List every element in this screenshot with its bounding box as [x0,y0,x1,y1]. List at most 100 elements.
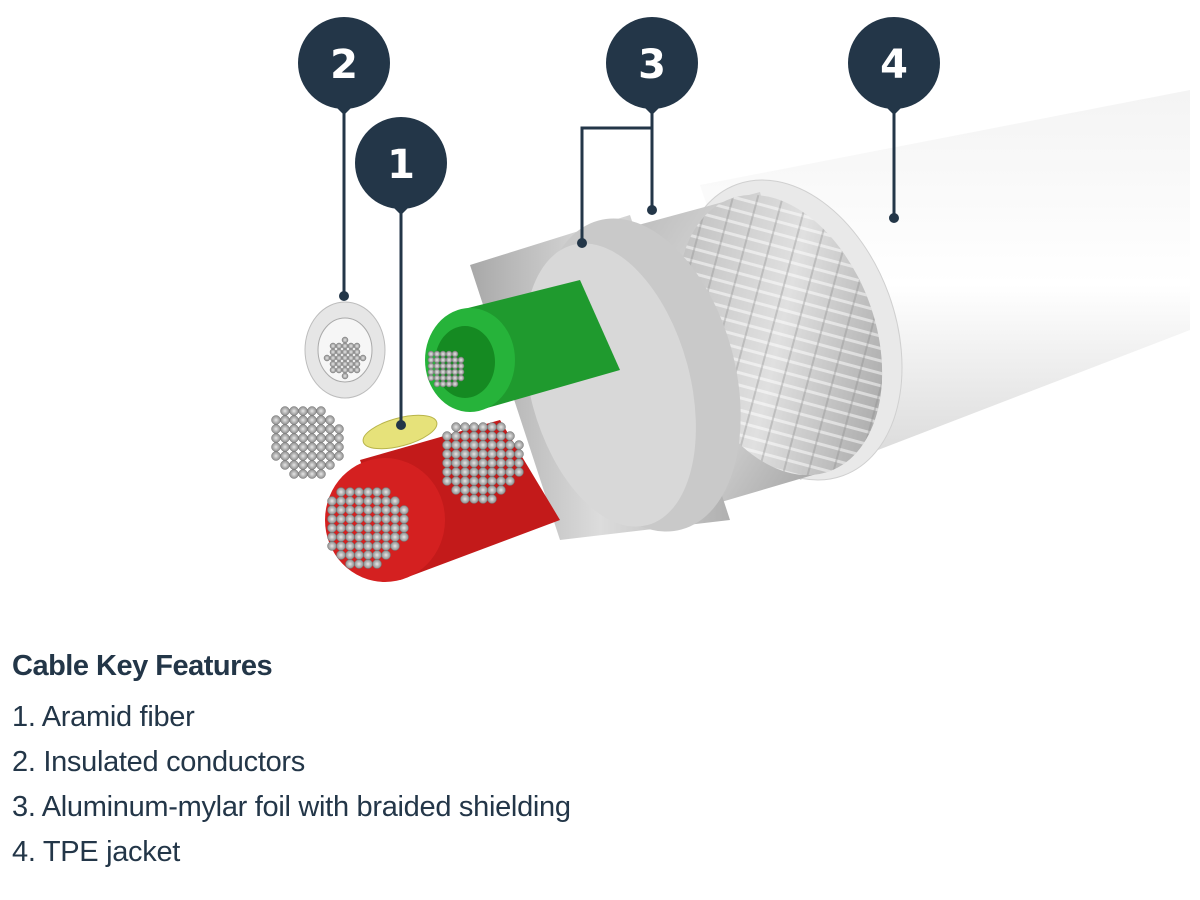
wire-strand [442,440,452,450]
wire-strand [496,449,506,459]
wire-strand [487,440,497,450]
wire-strand [451,350,459,358]
wire-strand [271,442,281,452]
wire-strand [469,494,479,504]
wire-strand [345,505,355,515]
wire-strand [354,532,364,542]
wire-strand [327,514,337,524]
feature-item: 4. TPE jacket [12,836,181,868]
wire-strand [514,458,524,468]
wire-strand [325,433,335,443]
wire-strand [334,451,344,461]
wire-strand [289,460,299,470]
wire-strand [460,431,470,441]
wire-bundles [271,336,524,569]
wire-strand [478,467,488,477]
wire-strand [439,380,447,388]
wire-strand [445,350,453,358]
wire-strand [341,366,349,374]
wire-strand [307,451,317,461]
wire-strand [399,532,409,542]
wire-strand [381,550,391,560]
wire-strand [451,362,459,370]
wire-strand [442,476,452,486]
wire-strand [451,368,459,376]
wire-strand [514,440,524,450]
wire-strand [496,467,506,477]
wire-strand [347,354,355,362]
wire-strand [335,342,343,350]
wire-strand [298,433,308,443]
wire-strand [316,433,326,443]
wire-strand [347,342,355,350]
wire-strand [514,449,524,459]
wire-strand [353,366,361,374]
wire-strand [433,368,441,376]
wire-strand [363,496,373,506]
wire-strand [445,368,453,376]
wire-strand [381,514,391,524]
wire-strand [280,442,290,452]
wire-strand [271,451,281,461]
wire-strand [289,433,299,443]
wire-strand [372,550,382,560]
wire-strand [298,424,308,434]
wire-strand [280,415,290,425]
wire-strand [347,348,355,356]
wire-strand [451,431,461,441]
wire-strand [329,366,337,374]
wire-strand [372,559,382,569]
wire-strand [345,559,355,569]
wire-strand [505,440,515,450]
wire-strand [439,350,447,358]
wire-strand [363,532,373,542]
wire-strand [336,487,346,497]
wire-strand [399,514,409,524]
wire-strand [329,342,337,350]
wire-strand [307,406,317,416]
wire-strand [381,532,391,542]
wire-strand [335,354,343,362]
wire-strand [327,496,337,506]
wire-strand [345,496,355,506]
wire-strand [298,469,308,479]
wire-strand [460,494,470,504]
wire-strand [460,467,470,477]
wire-strand [451,440,461,450]
aramid-fiber [362,414,438,450]
wire-strand [390,541,400,551]
wire-strand [334,442,344,452]
feature-item: 1. Aramid fiber [12,701,195,733]
wire-strand [460,476,470,486]
wire-strand [451,458,461,468]
wire-strand [442,449,452,459]
wire-strand [298,406,308,416]
wire-strand [390,496,400,506]
wire-strand [487,431,497,441]
wire-strand [445,362,453,370]
wire-strand [327,532,337,542]
wire-strand [298,415,308,425]
wire-strand [469,449,479,459]
wire-strand [329,360,337,368]
wire-strand [372,514,382,524]
wire-strand [469,431,479,441]
wire-strand [390,505,400,515]
wire-strand [271,433,281,443]
cable-key-features: Cable Key Features 1. Aramid fiber 2. In… [12,650,571,875]
wire-strand [433,356,441,364]
wire-strand [289,424,299,434]
wire-strand [307,442,317,452]
wire-strand [478,476,488,486]
wire-strand [354,541,364,551]
wire-strand [359,354,367,362]
svg-text:2: 2 [330,42,358,88]
wire-strand [381,541,391,551]
feature-item: 2. Insulated conductors [12,746,305,778]
wire-strand [363,541,373,551]
wire-strand [451,449,461,459]
wire-strand [487,422,497,432]
wire-strand [457,362,465,370]
wire-strand [280,433,290,443]
svg-text:3: 3 [638,42,666,88]
